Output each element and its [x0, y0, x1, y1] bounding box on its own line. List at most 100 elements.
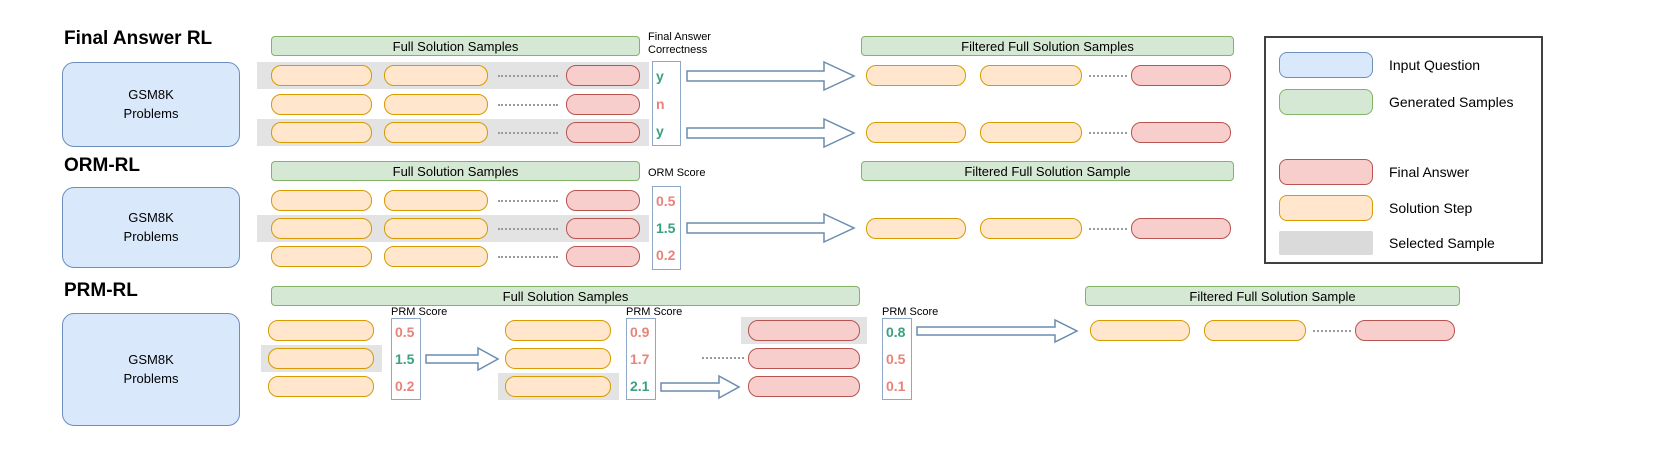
- input-question-box: GSM8K Problems: [62, 313, 240, 426]
- dotted-connector: [1089, 75, 1127, 77]
- row-title-prm-rl: PRM-RL: [64, 280, 138, 301]
- solution-step-box: [866, 122, 966, 143]
- dotted-connector: [498, 200, 558, 202]
- solution-step-box: [271, 246, 372, 267]
- final-answer-box: [566, 94, 640, 115]
- final-answer-box: [1131, 65, 1231, 86]
- final-answer-box: [1131, 218, 1231, 239]
- score-box: 0.5 1.5 0.2: [652, 186, 681, 270]
- score-value: 1.5: [656, 219, 676, 236]
- legend-label: Generated Samples: [1389, 94, 1514, 110]
- solution-step-box: [271, 65, 372, 86]
- dotted-connector: [1089, 228, 1127, 230]
- solution-step-box: [866, 218, 966, 239]
- solution-step-box: [268, 348, 374, 369]
- score-value: 0.5: [656, 192, 676, 209]
- legend-label: Final Answer: [1389, 164, 1470, 180]
- filtered-header: Filtered Full Solution Sample: [861, 161, 1234, 181]
- input-question-box: GSM8K Problems: [62, 62, 240, 147]
- legend-label: Selected Sample: [1389, 235, 1495, 251]
- legend-swatch-solution-step: [1279, 195, 1373, 221]
- score-label: PRM Score: [882, 306, 939, 318]
- score-value: 0.9: [630, 324, 650, 341]
- samples-header: Full Solution Samples: [271, 161, 640, 181]
- score-value: 0.5: [395, 324, 415, 341]
- solution-step-box: [980, 122, 1082, 143]
- score-value: 1.5: [395, 351, 415, 367]
- final-answer-box: [566, 65, 640, 86]
- final-answer-box: [566, 246, 640, 267]
- legend: Input Question Generated Samples Final A…: [1264, 36, 1543, 264]
- score-value: 0.5: [886, 351, 906, 367]
- solution-step-box: [271, 190, 372, 211]
- dotted-connector: [498, 132, 558, 134]
- solution-step-box: [505, 320, 611, 341]
- solution-step-box: [384, 190, 488, 211]
- solution-step-box: [268, 376, 374, 397]
- filtered-header: Filtered Full Solution Sample: [1085, 286, 1460, 306]
- dotted-connector: [702, 357, 744, 359]
- final-answer-box: [748, 376, 860, 397]
- final-answer-box: [566, 190, 640, 211]
- solution-step-box: [271, 122, 372, 143]
- score-box: y n y: [652, 61, 681, 146]
- solution-step-box: [866, 65, 966, 86]
- legend-swatch-final-answer: [1279, 159, 1373, 185]
- selection-arrow: [686, 60, 856, 92]
- dotted-connector: [498, 104, 558, 106]
- score-value: y: [656, 123, 664, 140]
- input-question-box: GSM8K Problems: [62, 187, 240, 268]
- legend-swatch-input-question: [1279, 52, 1373, 78]
- legend-swatch-generated-samples: [1279, 89, 1373, 115]
- legend-swatch-selected-sample: [1279, 231, 1373, 255]
- solution-step-box: [384, 65, 488, 86]
- score-label: Final Answer Correctness: [648, 31, 711, 57]
- solution-step-box: [980, 65, 1082, 86]
- score-box: 0.8 0.5 0.1: [882, 318, 912, 400]
- score-value: y: [656, 67, 664, 84]
- solution-step-box: [268, 320, 374, 341]
- dotted-connector: [498, 228, 558, 230]
- legend-label: Input Question: [1389, 57, 1481, 73]
- row-title-orm-rl: ORM-RL: [64, 155, 140, 176]
- score-label: PRM Score: [626, 306, 683, 318]
- solution-step-box: [271, 218, 372, 239]
- score-value: 0.2: [395, 377, 415, 394]
- row-title-final-answer-rl: Final Answer RL: [64, 28, 213, 49]
- score-box: 0.9 1.7 2.1: [626, 318, 656, 400]
- dotted-connector: [1313, 330, 1351, 332]
- selection-arrow: [916, 318, 1079, 344]
- dotted-connector: [498, 75, 558, 77]
- final-answer-box: [566, 218, 640, 239]
- score-label: ORM Score: [648, 167, 706, 179]
- samples-header: Full Solution Samples: [271, 286, 860, 306]
- solution-step-box: [505, 376, 611, 397]
- score-label: PRM Score: [391, 306, 448, 318]
- solution-step-box: [384, 122, 488, 143]
- score-value: 2.1: [630, 377, 650, 394]
- solution-step-box: [1204, 320, 1306, 341]
- score-value: 0.1: [886, 377, 906, 394]
- final-answer-box: [1355, 320, 1455, 341]
- dotted-connector: [498, 256, 558, 258]
- score-value: 1.7: [630, 351, 650, 367]
- score-box: 0.5 1.5 0.2: [391, 318, 421, 400]
- final-answer-box: [748, 348, 860, 369]
- score-value: n: [656, 95, 665, 112]
- solution-step-box: [384, 246, 488, 267]
- selection-arrow: [686, 117, 856, 149]
- selection-arrow: [686, 212, 856, 244]
- filtered-header: Filtered Full Solution Samples: [861, 36, 1234, 56]
- selection-arrow: [425, 346, 500, 372]
- selection-arrow: [660, 374, 741, 400]
- solution-step-box: [271, 94, 372, 115]
- solution-step-box: [980, 218, 1082, 239]
- solution-step-box: [384, 218, 488, 239]
- solution-step-box: [384, 94, 488, 115]
- final-answer-box: [566, 122, 640, 143]
- solution-step-box: [505, 348, 611, 369]
- solution-step-box: [1090, 320, 1190, 341]
- final-answer-box: [1131, 122, 1231, 143]
- samples-header: Full Solution Samples: [271, 36, 640, 56]
